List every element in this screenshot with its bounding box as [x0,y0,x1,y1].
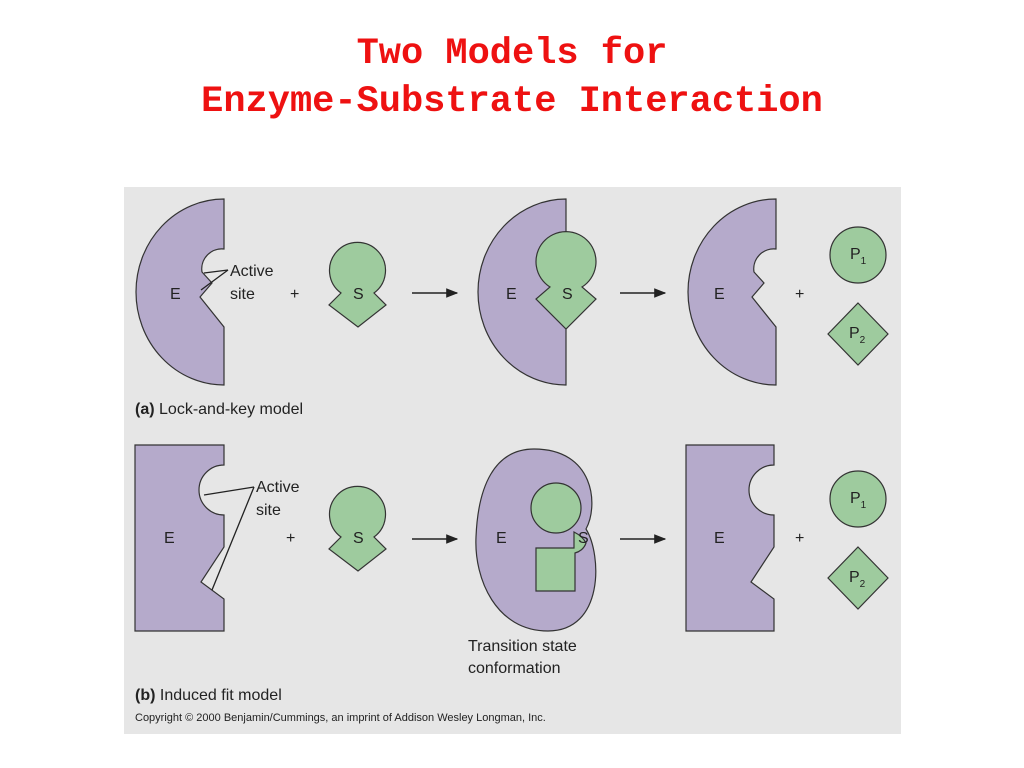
product-1-shape-a [829,226,887,284]
plus-sign-a2: + [795,286,804,303]
panel-b: E Active site + S E S Transition state c… [134,444,889,704]
enzyme-label-b3: E [714,530,725,547]
product-1-label-b: P1 [850,490,867,511]
active-site-pointer-b2 [211,486,255,591]
substrate-shape-b2-top [530,482,582,534]
panel-a: E Active site + S E S E + [135,198,889,418]
enzyme-label-b2: E [496,530,507,547]
plus-sign-b2: + [795,530,804,547]
title-line-2: Enzyme-Substrate Interaction [201,81,823,123]
copyright-notice: Copyright © 2000 Benjamin/Cummings, an i… [135,712,546,724]
active-site-label-a-line1: Active [230,263,274,280]
substrate-shape-a2 [535,231,597,330]
active-site-pointer-a1 [203,269,229,274]
enzyme-shape-b1 [134,444,225,632]
substrate-shape-a1 [328,241,387,328]
enzyme-label-a2: E [506,286,517,303]
active-site-label-a-line2: site [230,286,255,303]
transition-label-line2: conformation [468,660,561,677]
plus-sign-a1: + [290,286,299,303]
enzyme-label-a1: E [170,286,181,303]
active-site-pointer-a2 [200,269,229,291]
active-site-pointer-b1 [203,486,255,496]
plus-sign-b1: + [286,530,295,547]
panel-b-caption: (b) Induced fit model [135,687,282,704]
enzyme-label-a3: E [714,286,725,303]
title-line-1: Two Models for [356,33,668,75]
substrate-shape-b2-bottom [535,531,587,592]
enzyme-shape-b3 [685,444,775,632]
enzyme-models-figure: E Active site + S E S E + [124,187,901,734]
enzyme-label-b1: E [164,530,175,547]
enzyme-shape-a1 [135,198,225,386]
product-2-shape-a [827,302,889,366]
panel-a-caption: (a) Lock-and-key model [135,401,303,418]
slide-title: Two Models for Enzyme-Substrate Interact… [0,30,1024,126]
substrate-label-b1: S [353,530,364,547]
diagram-canvas: E Active site + S E S E + [134,198,889,724]
transition-label-line1: Transition state [468,638,577,655]
product-2-label-b: P2 [849,569,866,590]
product-2-label-a: P2 [849,325,866,346]
enzyme-shape-a3 [687,198,777,386]
active-site-label-b-line2: site [256,502,281,519]
substrate-shape-b1 [328,485,387,572]
substrate-label-a2: S [562,286,573,303]
substrate-label-b2: S [578,530,589,547]
product-1-shape-b [829,470,887,528]
product-1-label-a: P1 [850,246,867,267]
substrate-label-a1: S [353,286,364,303]
product-2-shape-b [827,546,889,610]
active-site-label-b-line1: Active [256,479,300,496]
